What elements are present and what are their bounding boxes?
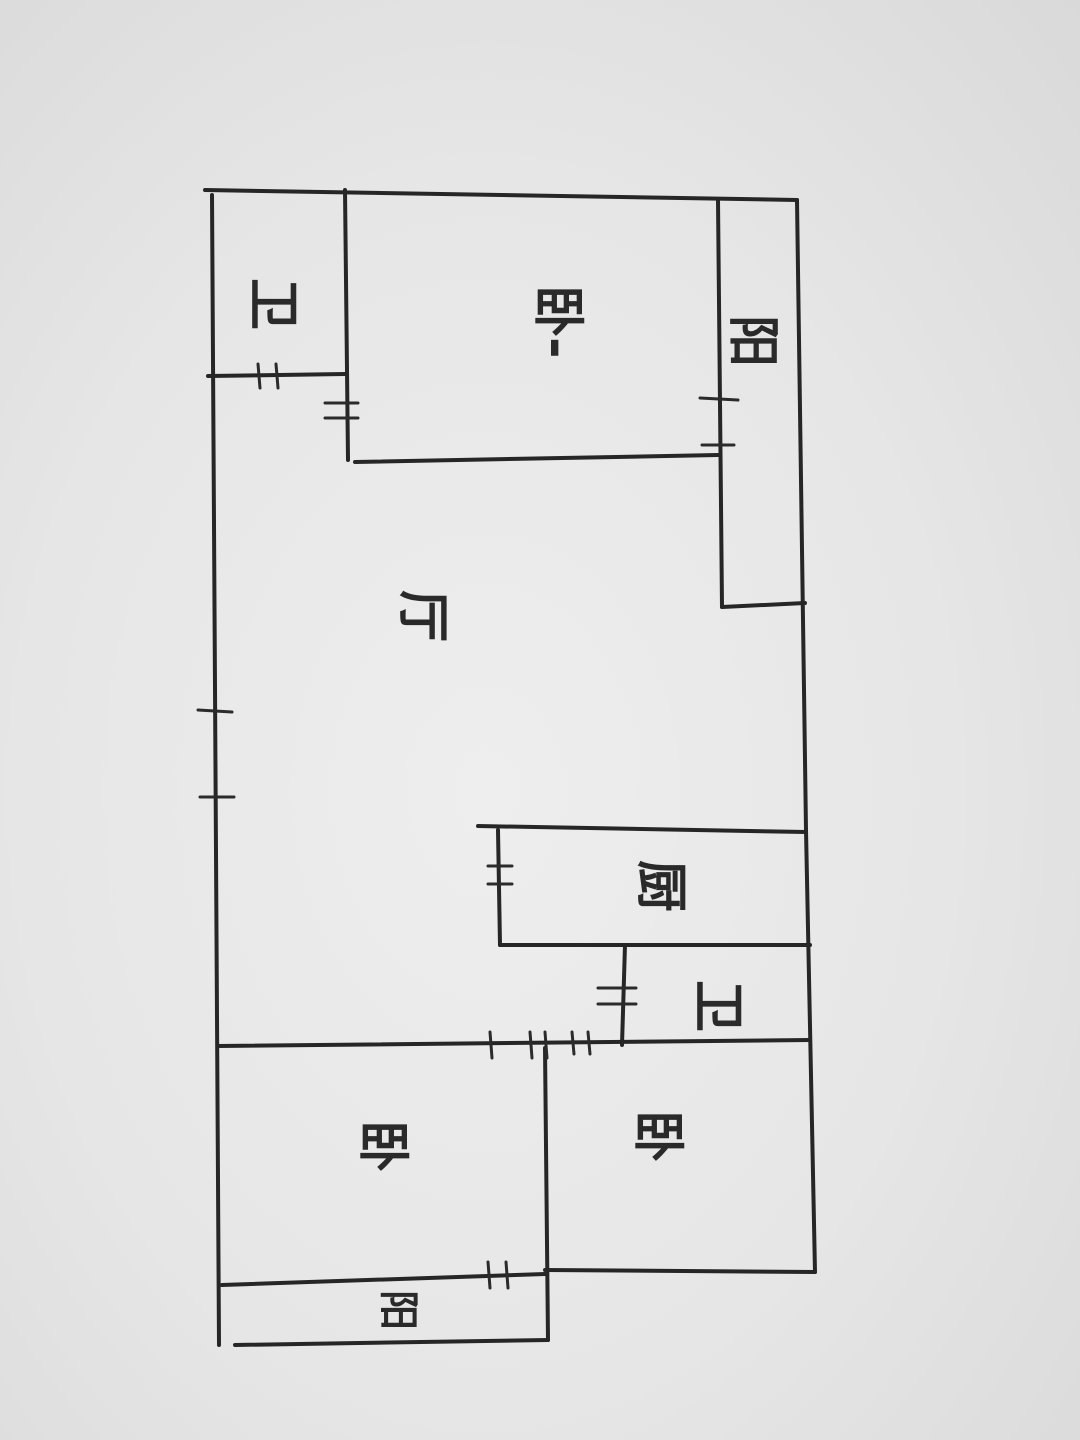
door-marks <box>196 362 740 1290</box>
room-label-living: 厅 <box>392 590 452 642</box>
room-label-bedroom-2: 卧 <box>352 1120 412 1172</box>
walls <box>203 188 817 1347</box>
room-label-kitchen: 厨 <box>630 860 690 912</box>
room-labels: 卫 卧- 阳 厅 厨 卫 卧 卧 阳 <box>242 278 782 1330</box>
room-label-bedroom-1: 卧- <box>527 285 587 359</box>
room-label-balcony-1: 阳 <box>722 315 782 367</box>
room-label-bath-1: 卫 <box>242 278 302 330</box>
room-label-balcony-2: 阳 <box>375 1290 421 1330</box>
room-label-bedroom-3: 卧 <box>627 1110 687 1162</box>
room-label-bath-2: 卫 <box>687 980 747 1032</box>
